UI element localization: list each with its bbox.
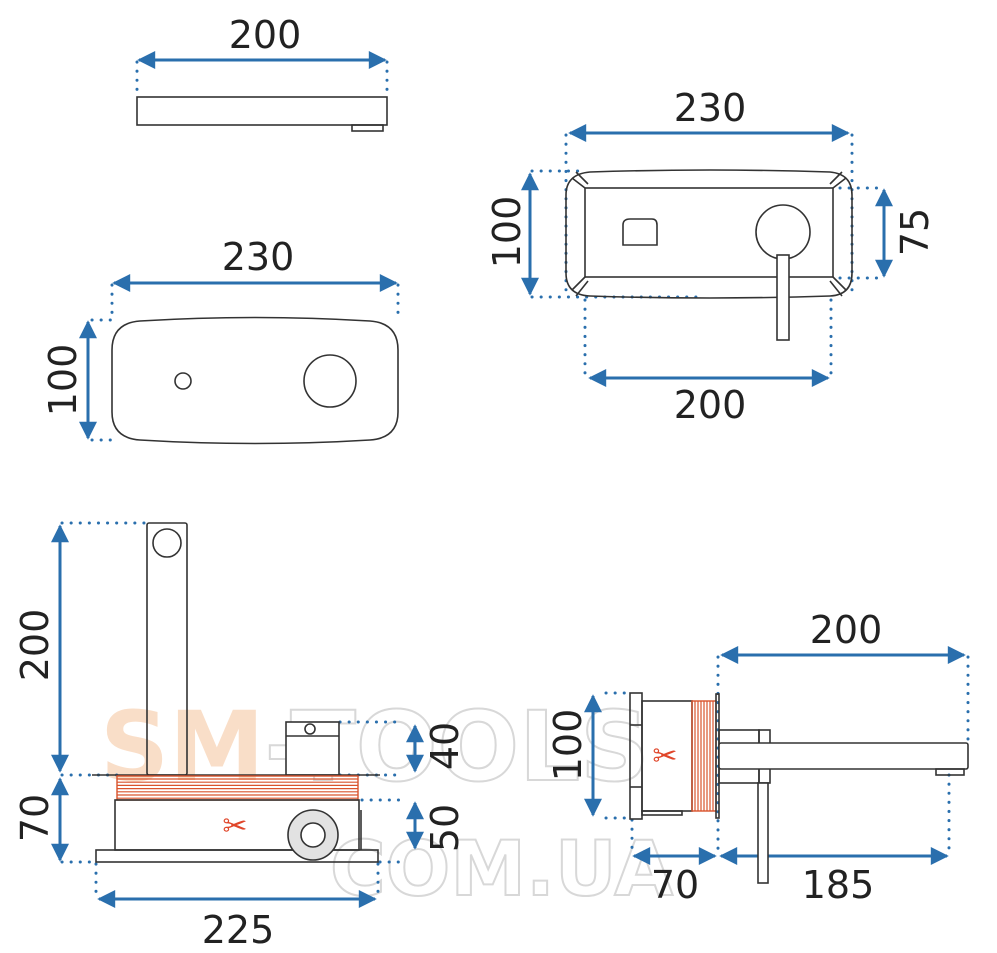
diverter-knob — [174, 372, 192, 390]
watermark-domain: COM.UA — [330, 824, 673, 913]
dimension-label: 225 — [202, 908, 275, 952]
cut-zone-hatch — [116, 775, 359, 801]
dimension-label: 100 — [41, 344, 85, 417]
side-view-right: 200 100 70 185 ✂ — [546, 608, 970, 907]
dimension-label: 200 — [810, 608, 883, 652]
top-view: 200 — [135, 13, 389, 132]
scissors-icon: ✂ — [222, 809, 247, 844]
dimension-label: 200 — [229, 13, 302, 57]
plate-outline — [111, 316, 399, 445]
dimension-label: 200 — [674, 383, 747, 427]
dimension-label: 75 — [893, 208, 937, 256]
top-right-view: 230 100 75 200 — [485, 86, 937, 427]
main-knob — [303, 354, 357, 408]
dimension-label: 40 — [423, 722, 467, 770]
dimension-label: 50 — [423, 804, 467, 852]
dimension-label: 200 — [13, 609, 57, 682]
diverter-knob — [622, 218, 658, 246]
watermark-sm: SM — [100, 691, 265, 803]
dimension-label: 230 — [674, 86, 747, 130]
scissors-icon: ✂ — [652, 739, 677, 774]
plate-outline — [136, 96, 388, 126]
side-view-left: 200 70 40 50 225 ✂ — [13, 521, 467, 952]
cut-zone-hatch — [691, 700, 717, 812]
dimension-label: 100 — [485, 196, 529, 269]
dimension-label: 230 — [222, 235, 295, 279]
dimension-label: 70 — [651, 863, 699, 907]
lever-handle — [776, 254, 790, 341]
front-plate-view: 230 100 — [41, 235, 400, 445]
lever-handle — [757, 782, 769, 884]
dimension-label: 185 — [802, 863, 875, 907]
dimension-label: 100 — [546, 709, 590, 782]
main-knob — [755, 204, 811, 260]
dimension-label: 70 — [13, 794, 57, 842]
spout — [718, 742, 969, 770]
